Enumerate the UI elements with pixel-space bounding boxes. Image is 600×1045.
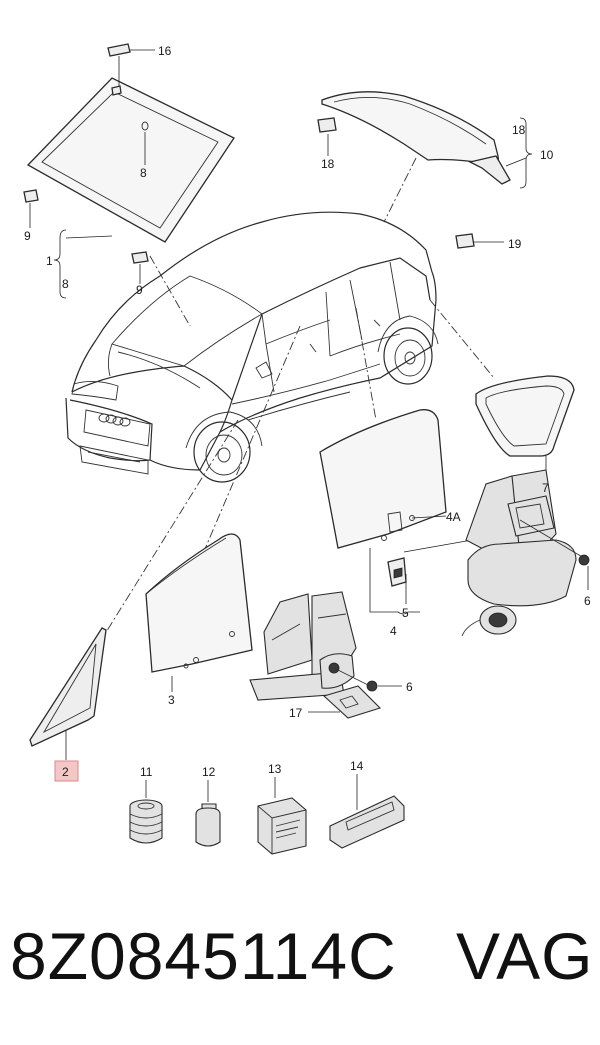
adhesive-tape-roll-11 — [129, 799, 163, 844]
leader-windshield — [149, 255, 191, 327]
callout-9-left: 9 — [24, 229, 31, 243]
callout-8-bottom: 8 — [62, 277, 69, 291]
bracket-4 — [369, 548, 420, 615]
part-number: 8Z0845114C — [10, 919, 397, 993]
callout-4: 4 — [390, 624, 397, 638]
adhesive-cartridge-14 — [329, 795, 405, 849]
leader-rear-window — [383, 157, 417, 223]
leader-rear-door-glass — [355, 307, 377, 421]
bracket-18-10 — [505, 117, 533, 189]
callout-2-box — [54, 760, 79, 782]
rear-window — [321, 91, 511, 185]
pad-18 — [317, 117, 337, 156]
callout-18-pad: 18 — [321, 157, 335, 171]
clip-9-center — [131, 251, 149, 284]
callout-7: 7 — [542, 481, 549, 495]
callout-2: 2 — [62, 765, 69, 779]
rear-door-glass — [319, 409, 447, 549]
callout-12: 12 — [202, 765, 216, 779]
clip-9-left — [23, 189, 39, 228]
retainer-5 — [387, 539, 473, 604]
callout-16: 16 — [158, 44, 172, 58]
callout-5: 5 — [402, 606, 409, 620]
bracket-1-8 — [53, 229, 113, 299]
callout-11: 11 — [140, 765, 153, 779]
front-regulator — [249, 591, 402, 719]
callout-3: 3 — [168, 693, 175, 707]
cleaner-box-13 — [257, 797, 307, 855]
leader-vent-glass — [89, 419, 239, 659]
leader-front-door-glass — [195, 325, 301, 571]
windshield — [26, 77, 235, 243]
rear-quarter-glass — [475, 375, 575, 478]
brand-label: VAG — [456, 919, 594, 993]
rear-regulator — [461, 469, 590, 637]
sensor-pad-16 — [107, 43, 155, 96]
callout-labels: 16 8 9 1 8 9 18 18 10 19 7 4A 6 5 4 6 3 … — [24, 44, 591, 779]
callout-13: 13 — [268, 762, 282, 776]
parts-diagram: 16 8 9 1 8 9 18 18 10 19 7 4A 6 5 4 6 3 … — [23, 43, 591, 855]
callout-10: 10 — [540, 148, 554, 162]
primer-bottle-12 — [195, 803, 221, 847]
callout-6-front: 6 — [406, 680, 413, 694]
callout-9-center: 9 — [136, 283, 143, 297]
callout-4a: 4A — [446, 510, 461, 524]
callout-19: 19 — [508, 237, 522, 251]
callout-1: 1 — [46, 254, 53, 268]
callout-17: 17 — [289, 706, 303, 720]
callout-18-bracket: 18 — [512, 123, 526, 137]
vent-glass — [29, 627, 107, 760]
pad-19 — [455, 233, 504, 249]
leader-quarter-glass — [429, 299, 495, 379]
mirror-mount-8 — [141, 121, 149, 165]
callout-6-rear: 6 — [584, 594, 591, 608]
front-door-glass — [145, 533, 253, 692]
callout-14: 14 — [350, 759, 364, 773]
callout-8-top: 8 — [140, 166, 147, 180]
